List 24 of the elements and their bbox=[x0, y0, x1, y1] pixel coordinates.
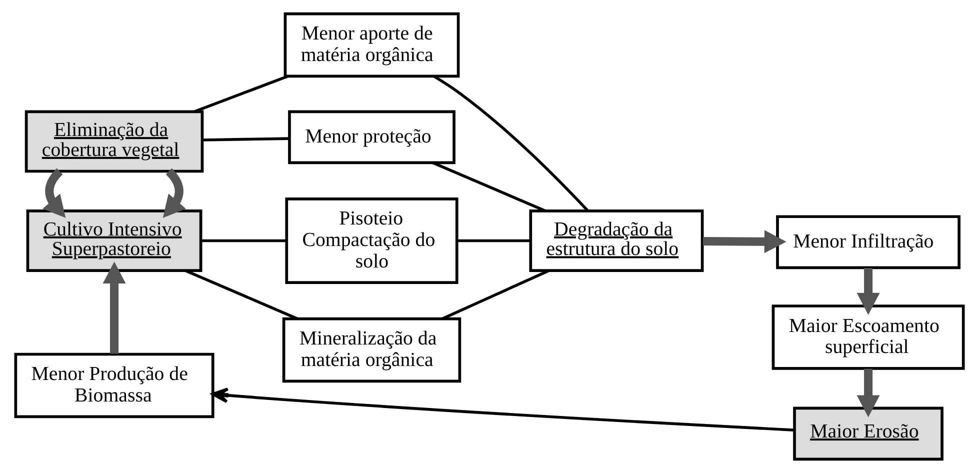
arrow bbox=[102, 262, 126, 354]
node-box: Maior Erosão bbox=[792, 406, 943, 461]
arrow bbox=[211, 387, 794, 432]
connector bbox=[432, 75, 588, 212]
node-box: Maior Escoamento superficial bbox=[771, 304, 964, 370]
connector bbox=[441, 269, 550, 320]
node-box: Mineralização da matéria orgânica bbox=[282, 317, 461, 383]
connector bbox=[194, 74, 288, 113]
connector bbox=[202, 137, 289, 142]
connector bbox=[456, 239, 530, 242]
node-box: Cultivo Intensivo Superpastoreio bbox=[26, 210, 202, 272]
arrow bbox=[856, 368, 880, 418]
node-box: Degradação da estrutura do solo bbox=[528, 210, 704, 272]
arrow bbox=[856, 268, 880, 315]
node-box: Menor aporte de matéria orgânica bbox=[283, 12, 460, 78]
arrow bbox=[702, 230, 786, 254]
node-box: Menor Produção de Biomassa bbox=[14, 352, 214, 418]
node-box: Menor Infiltração bbox=[776, 215, 960, 270]
node-box: Menor proteção bbox=[288, 110, 455, 164]
node-box: Pisoteio Compactação do solo bbox=[284, 197, 458, 284]
connector bbox=[432, 161, 546, 212]
connector bbox=[184, 269, 298, 320]
connector bbox=[200, 239, 286, 242]
node-box: Eliminação da cobertura vegetal bbox=[24, 110, 204, 173]
